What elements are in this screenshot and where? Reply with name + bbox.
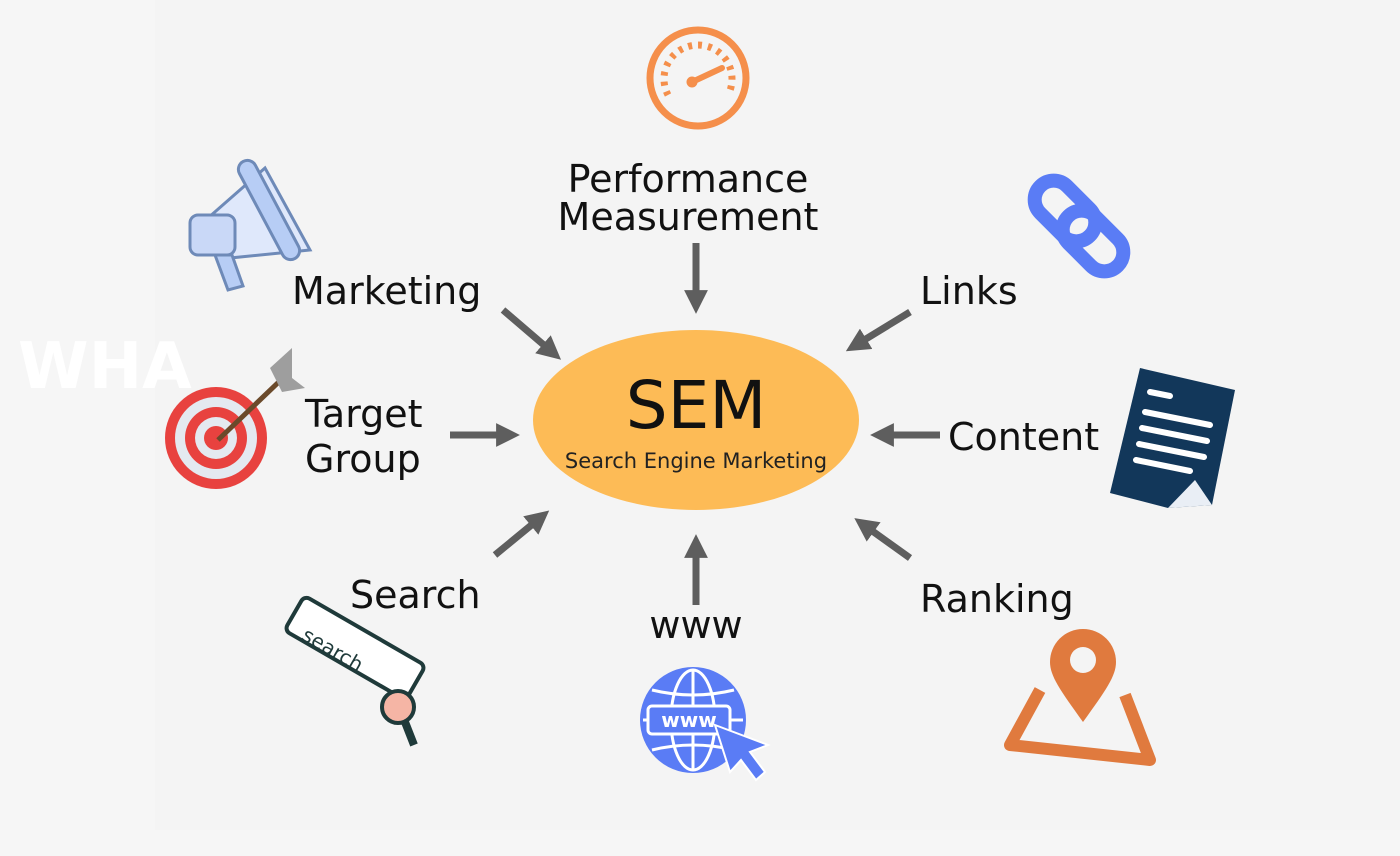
watermark: WHA [18,330,192,404]
label-target-line1: Target [304,392,423,436]
speedometer-icon [646,26,750,130]
globe-icon: www [640,667,771,782]
label-performance-line1: Performance [568,157,809,201]
map-pin-icon [1004,629,1156,766]
globe-text: www [661,708,716,732]
arrow-search [492,510,550,558]
label-ranking: Ranking [920,577,1074,621]
megaphone-icon [188,158,313,292]
label-performance-line2: Measurement [558,195,819,239]
arrow-marketing [500,307,562,360]
center-ellipse [533,330,859,510]
label-content: Content [948,415,1099,459]
label-www: www [649,603,742,647]
label-links: Links [920,269,1018,313]
center-title: SEM [626,367,767,444]
document-icon [1110,368,1235,508]
target-icon [165,348,305,489]
arrow-links [845,309,912,352]
chain-link-icon [1027,173,1131,279]
arrow-ranking [854,518,913,561]
center-subtitle: Search Engine Marketing [565,449,827,473]
center-node: SEM Search Engine Marketing [533,330,859,510]
label-marketing: Marketing [292,269,481,313]
label-search: Search [350,573,481,617]
label-target-line2: Group [305,437,421,481]
arrows [450,243,940,605]
